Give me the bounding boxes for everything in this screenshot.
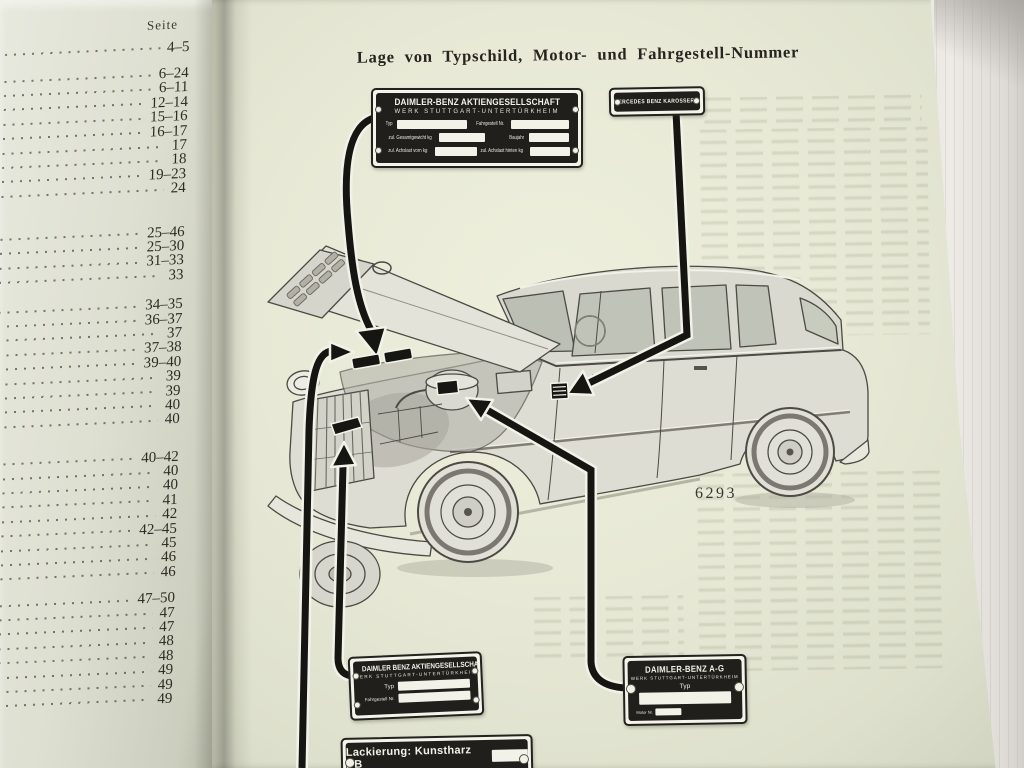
plate-maker: DAIMLER-BENZ A-G — [645, 663, 725, 675]
dotted-leader — [3, 103, 144, 112]
toc-row: 4–5 — [5, 38, 190, 62]
dotted-leader — [2, 159, 165, 169]
plate-works: WERK STUTTGART-UNTERTÜRKHEIM — [630, 674, 739, 681]
field-box — [397, 678, 471, 691]
field-label: Fahrgestell Nr. — [476, 121, 505, 127]
field-box — [511, 119, 569, 129]
dotted-leader — [0, 543, 155, 553]
bleed-through-text — [533, 594, 685, 662]
dotted-leader — [0, 261, 140, 270]
dotted-leader — [1, 175, 142, 184]
dotted-leader — [0, 457, 135, 467]
dotted-leader — [0, 514, 156, 524]
bleed-through-text — [699, 126, 931, 338]
dotted-leader — [0, 612, 153, 622]
dotted-leader — [0, 333, 160, 343]
field-label: zul. Achslast hinten kg — [480, 148, 523, 154]
dotted-leader — [0, 670, 152, 680]
dotted-leader — [3, 117, 144, 126]
engine-plate: DAIMLER-BENZ A-G WERK STUTTGART-UNTERTÜR… — [622, 653, 748, 727]
dotted-leader — [4, 88, 152, 97]
plate-text: MERCEDES BENZ KAROSSERIE — [614, 97, 700, 106]
field-label: Motor Nr. — [636, 709, 653, 715]
dotted-leader — [0, 627, 153, 637]
page-title: Lage von Typschild, Motor- und Fahrgeste… — [356, 42, 800, 67]
dotted-leader — [0, 471, 157, 481]
page-number: 33 — [168, 266, 184, 284]
page-number: 46 — [160, 563, 176, 581]
field-box — [397, 119, 468, 129]
field-box — [439, 133, 486, 142]
dotted-leader — [0, 247, 140, 256]
dotted-leader — [0, 684, 151, 694]
field-label: Typ — [384, 683, 395, 690]
bleed-through-text — [703, 94, 923, 126]
dotted-leader — [4, 74, 152, 83]
plate-maker: DAIMLER-BENZ AKTIENGESELLSCHAFT — [394, 97, 560, 108]
dotted-leader — [0, 500, 156, 510]
plate-text: Lackierung: Kunstharz DB — [345, 744, 472, 768]
dotted-leader — [0, 529, 133, 538]
dotted-leader — [0, 419, 158, 429]
dotted-leader — [1, 188, 164, 198]
field-label: Typ — [385, 121, 393, 127]
body-plate: MERCEDES BENZ KAROSSERIE — [608, 86, 706, 117]
field-label: zul. Gesamtgewicht kg — [388, 134, 432, 141]
field-box — [639, 691, 732, 705]
dotted-leader — [0, 232, 141, 242]
dotted-leader — [2, 132, 143, 141]
page-number: 40 — [164, 411, 180, 428]
type-plate: DAIMLER-BENZ AKTIENGESELLSCHAFT WERK STU… — [371, 88, 583, 168]
field-label: zul. Achslast vorn kg — [388, 148, 428, 154]
dotted-leader — [2, 145, 165, 155]
field-box — [529, 133, 569, 142]
field-label: Baujahr — [508, 134, 524, 141]
figure-number: 6293 — [695, 485, 737, 502]
plate-works: WERK STUTTGART-UNTERTÜRKHEIM — [394, 109, 560, 115]
field-label: Fahrgestell Nr. — [364, 695, 395, 703]
dotted-leader — [0, 376, 159, 386]
corner-shadow — [934, 0, 1024, 110]
page-number: 4–5 — [166, 38, 190, 56]
dotted-leader — [0, 348, 138, 357]
field-box — [398, 690, 471, 703]
dotted-leader — [0, 641, 152, 651]
page-number: 24 — [170, 180, 186, 197]
field-box — [530, 146, 571, 156]
dotted-leader — [0, 599, 131, 608]
toc-section: 4–5 — [5, 38, 190, 62]
chassis-plate: DAIMLER BENZ AKTIENGESELLSCHAFT WERK STU… — [347, 651, 485, 721]
field-box — [434, 146, 477, 156]
dotted-leader — [0, 390, 159, 400]
dotted-leader — [0, 319, 138, 328]
dotted-leader — [0, 699, 151, 709]
dotted-leader — [0, 572, 154, 582]
field-box — [655, 708, 682, 716]
dotted-leader — [0, 655, 152, 666]
paint-plate: Lackierung: Kunstharz DB Bitte Oberfläch… — [340, 733, 534, 768]
dotted-leader — [0, 485, 156, 495]
dotted-leader — [0, 363, 137, 372]
dotted-leader — [0, 405, 159, 415]
page-number: 49 — [157, 690, 173, 708]
field-label: Typ — [679, 682, 691, 691]
dotted-leader — [0, 305, 139, 314]
dotted-leader — [0, 275, 162, 285]
dotted-leader — [5, 47, 160, 57]
toc-column-header: Seite — [146, 16, 179, 33]
dotted-leader — [0, 557, 155, 567]
